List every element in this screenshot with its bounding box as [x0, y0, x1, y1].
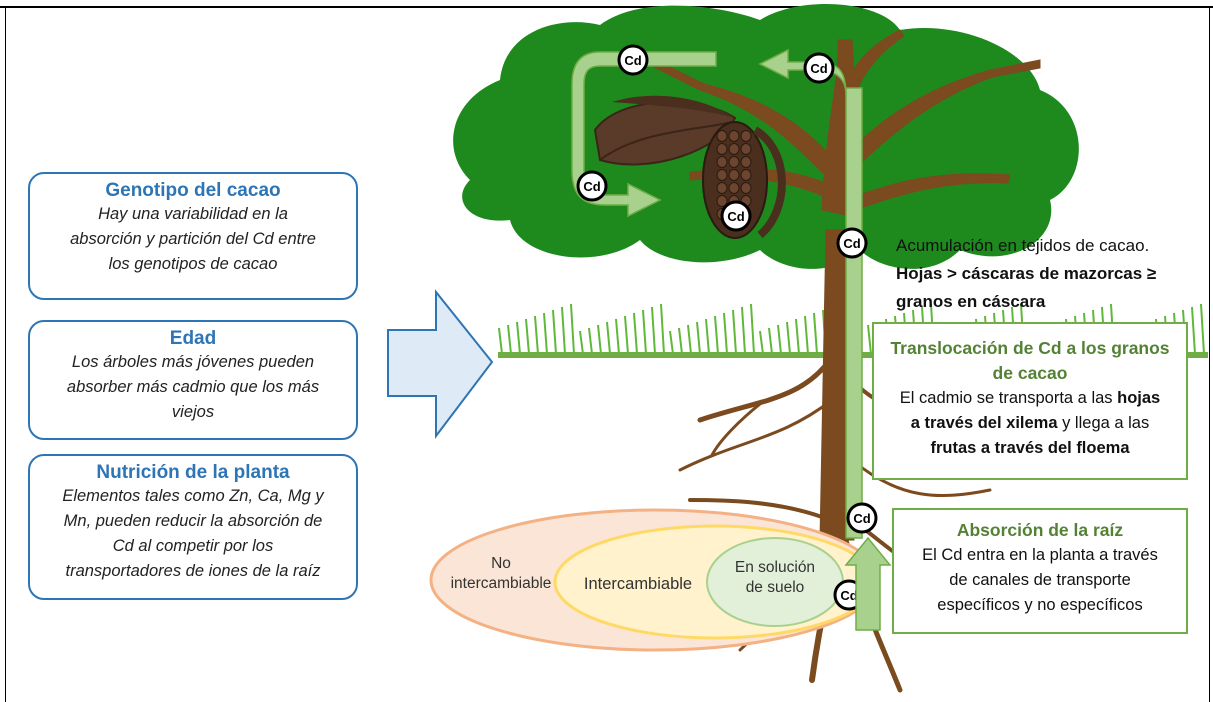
cacao-seed — [728, 130, 740, 142]
root-absorption-title: Absorción de la raíz — [956, 520, 1124, 540]
cd-badge: Cd — [576, 170, 608, 202]
root-absorption-line: El Cd entra en la planta a través — [922, 546, 1158, 564]
factor-genotype-line: los genotipos de cacao — [108, 255, 278, 273]
cacao-seed — [716, 169, 728, 181]
factor-genotype-line: absorción y partición del Cd entre — [70, 230, 316, 248]
translocation-text: y llega a las — [1057, 414, 1150, 432]
cd-badge-label: Cd — [624, 53, 641, 68]
translocation-text: El cadmio se transporta a las — [899, 389, 1118, 407]
cd-badge-label: Cd — [727, 209, 744, 224]
cacao-seed — [740, 143, 752, 155]
translocation-title: Translocación de Cd a los granos — [890, 338, 1170, 358]
factor-genotype-title: Genotipo del cacao — [105, 180, 281, 201]
frame-top-border — [0, 6, 1213, 8]
root-absorption-line: de canales de transporte — [949, 571, 1131, 589]
factor-genotype-line: Hay una variabilidad en la — [98, 205, 288, 223]
cacao-seed — [728, 156, 740, 168]
cd-badge: Cd — [846, 502, 878, 534]
frame-left-border — [5, 6, 6, 702]
cacao-seed — [740, 169, 752, 181]
translocation-bold: hojas — [1117, 389, 1161, 407]
cacao-seed — [716, 182, 728, 194]
xylem-arrow — [758, 48, 863, 539]
root-uptake-arrow — [844, 536, 892, 631]
factor-influence-arrow — [387, 289, 494, 439]
translocation-bold: frutas a través del floema — [930, 439, 1130, 457]
factor-nutrition-line: Elementos tales como Zn, Ca, Mg y — [62, 487, 324, 505]
cacao-seed — [716, 130, 728, 142]
translocation-box: Translocación de Cd a los granos de caca… — [872, 322, 1188, 480]
accumulation-ranking: granos en cáscara — [896, 292, 1046, 311]
cacao-seed — [716, 195, 728, 207]
cd-badge: Cd — [836, 227, 868, 259]
translocation-line: El cadmio se transporta a las hojas — [874, 386, 1186, 411]
cacao-seed — [740, 182, 752, 194]
cacao-seed — [728, 169, 740, 181]
cacao-seed — [740, 156, 752, 168]
cd-badge: Cd — [617, 44, 649, 76]
cd-badge-label: Cd — [583, 179, 600, 194]
factor-age-line: Los árboles más jóvenes pueden — [71, 353, 315, 371]
soil-outer-line: No — [491, 555, 511, 572]
translocation-bold: a través del xilema — [910, 414, 1058, 432]
cd-badge: Cd — [720, 200, 752, 232]
factor-age-line: absorber más cadmio que los más — [66, 378, 320, 396]
cacao-seed — [716, 156, 728, 168]
cd-badge: Cd — [803, 52, 835, 84]
accumulation-text: Acumulación en tejidos de cacao. Hojas >… — [896, 232, 1196, 316]
accumulation-ranking: Hojas > cáscaras de mazorcas ≥ — [896, 264, 1157, 283]
soil-inner-label: En solución de suelo — [720, 558, 830, 598]
cacao-seed — [728, 143, 740, 155]
factor-age-line: viejos — [171, 403, 215, 421]
translocation-line: frutas a través del floema — [874, 436, 1186, 461]
factor-age-box: Edad Los árboles más jóvenes pueden abso… — [28, 320, 358, 440]
cd-badge-label: Cd — [840, 588, 857, 603]
cd-badge-label: Cd — [843, 236, 860, 251]
factor-genotype-box: Genotipo del cacao Hay una variabilidad … — [28, 172, 358, 300]
cd-badge-label: Cd — [810, 61, 827, 76]
root-absorption-line: específicos y no específicos — [937, 596, 1143, 614]
frame-right-border — [1209, 6, 1210, 702]
factor-nutrition-title: Nutrición de la planta — [96, 462, 290, 483]
factor-nutrition-line: Cd al competir por los — [112, 537, 274, 555]
factor-nutrition-line: Mn, pueden reducir la absorción de — [63, 512, 323, 530]
factor-age-title: Edad — [169, 328, 217, 349]
soil-outer-label: No intercambiable — [446, 554, 556, 594]
soil-fractions — [429, 508, 881, 652]
cacao-seed — [740, 130, 752, 142]
root-absorption-box: Absorción de la raíz El Cd entra en la p… — [892, 508, 1188, 634]
soil-outer-line: intercambiable — [450, 575, 552, 592]
cacao-seed — [716, 143, 728, 155]
soil-inner-line: de suelo — [745, 579, 805, 596]
soil-inner-line: En solución — [734, 559, 816, 576]
cd-badge-label: Cd — [853, 511, 870, 526]
accumulation-line: Acumulación en tejidos de cacao. — [896, 236, 1150, 255]
factor-nutrition-box: Nutrición de la planta Elementos tales c… — [28, 454, 358, 600]
soil-middle-label: Intercambiable — [583, 575, 693, 593]
translocation-title: de cacao — [992, 363, 1068, 383]
translocation-line: a través del xilema y llega a las — [874, 411, 1186, 436]
cacao-pod-illustration — [593, 95, 786, 239]
cacao-seed — [728, 182, 740, 194]
factor-nutrition-line: transportadores de iones de la raíz — [65, 562, 321, 580]
